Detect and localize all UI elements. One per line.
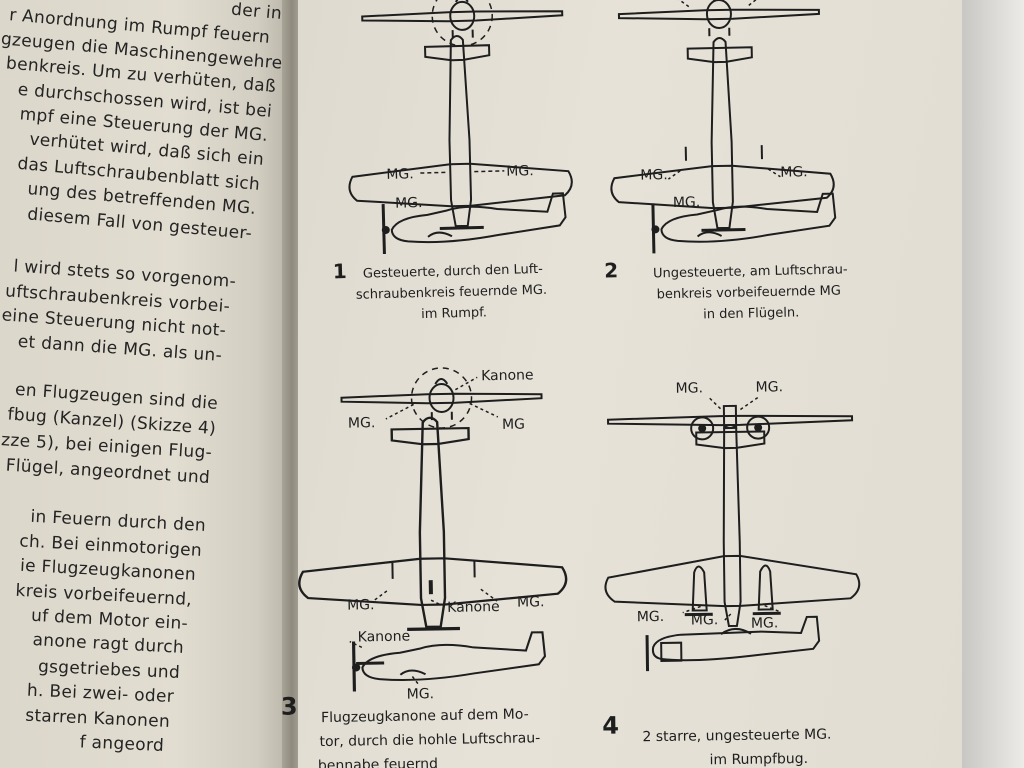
- fig3-plan-view: [294, 413, 569, 634]
- fig2-front-view: [617, 0, 821, 40]
- fig2-mg-side-label: MG.: [673, 194, 701, 211]
- fig3-mg-front-right-label: MG: [502, 417, 525, 433]
- fig2-number: 2: [604, 258, 618, 282]
- fig1-caption-line-3: im Rumpf.: [421, 305, 487, 322]
- fig3-caption-line-1: Flugzeugkanone auf dem Mo-: [321, 706, 529, 726]
- fig4-plan-view: [601, 421, 862, 630]
- fig1-mg-left-label: MG.: [386, 166, 414, 183]
- fig3-mg-front-left-label: MG.: [348, 415, 376, 431]
- fig4-side-view: [645, 615, 822, 673]
- fig4-mg-front-right-label: MG.: [755, 379, 783, 395]
- figure-1: MG. MG. MG. 1 Gesteuerte, durch den Luft…: [333, 0, 575, 322]
- fig1-plan-view: [344, 31, 575, 233]
- fig4-front-view: [606, 396, 854, 442]
- figure-3: Kanone MG. MG MG. Kanone MG. Kanone MG. …: [281, 367, 569, 768]
- fig1-mg-side-label: MG.: [395, 195, 423, 212]
- fig4-mg-side-3-label: MG.: [751, 615, 779, 631]
- right-page: [298, 0, 968, 768]
- fig3-kanone-side-label: Kanone: [358, 629, 411, 646]
- fig2-caption-line-3: in den Flügeln.: [703, 305, 799, 322]
- fig2-caption-line-2: benkreis vorbeifeuernde MG: [657, 283, 842, 302]
- fig3-caption-line-2: tor, durch die hohle Luftschrau-: [319, 730, 540, 750]
- fig4-number: 4: [602, 712, 619, 740]
- figure-4: MG. MG. MG. MG. MG. 4 2 starre, ungesteu…: [601, 379, 862, 768]
- fig3-kanone-plan-label: Kanone: [447, 599, 500, 616]
- fig1-caption-line-2: schraubenkreis feuernde MG.: [356, 283, 548, 303]
- fig3-mg-plan-right-label: MG.: [517, 594, 545, 610]
- fig4-caption-line-1: 2 starre, ungesteuerte MG.: [642, 727, 831, 746]
- fig4-mg-side-2-label: MG.: [691, 612, 719, 628]
- fig2-caption-line-1: Ungesteuerte, am Luftschrau-: [653, 262, 848, 281]
- fig2-plan-view: [606, 34, 837, 234]
- fig3-side-view: [349, 630, 548, 694]
- fig4-mg-front-left-label: MG.: [675, 380, 703, 396]
- fig3-mg-plan-left-label: MG.: [347, 597, 375, 613]
- table-background: [962, 0, 1024, 768]
- fig3-kanone-top-label: Kanone: [481, 367, 534, 384]
- fig2-mg-left-label: MG.: [640, 167, 668, 184]
- fig1-mg-right-label: MG.: [506, 163, 534, 180]
- fig3-caption-line-3: bennabe feuernd: [318, 756, 438, 768]
- fig1-number: 1: [333, 259, 348, 283]
- figure-2: MG. MG. MG. 2 Ungesteuerte, am Luftschra…: [604, 0, 848, 322]
- fig2-mg-right-label: MG.: [780, 164, 808, 181]
- fig3-number: 3: [281, 693, 298, 721]
- fig4-caption-line-2: im Rumpfbug.: [709, 751, 808, 768]
- fig4-mg-side-1-label: MG.: [637, 609, 665, 625]
- fig3-mg-side-label: MG.: [407, 686, 435, 702]
- fig1-caption-line-1: Gesteuerte, durch den Luft-: [363, 262, 544, 282]
